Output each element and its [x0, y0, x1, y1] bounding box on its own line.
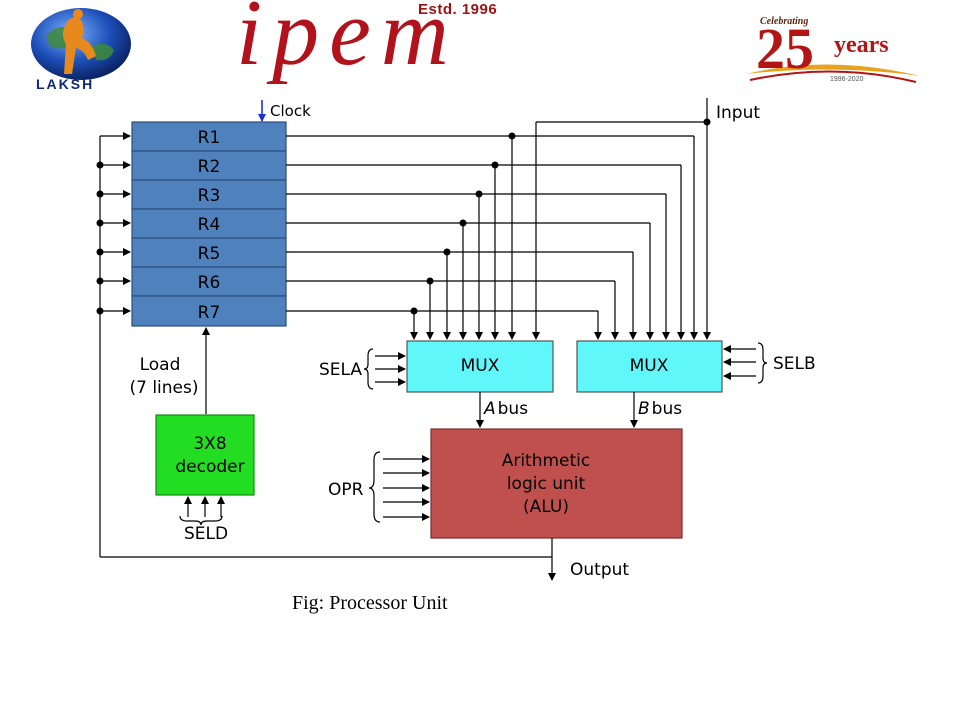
sela-lines [363, 348, 406, 390]
seld-label: SELD [184, 524, 228, 544]
laksh-logo-text: LAKSH [36, 76, 95, 92]
load-label-line1: Load [140, 355, 181, 375]
b-bus-letter: B [638, 399, 650, 419]
register-output-wires [286, 98, 711, 340]
register-output-junctions [410, 118, 711, 315]
laksh-logo: LAKSH [26, 6, 136, 92]
clock-label: Clock [270, 102, 311, 120]
mux-a-label: MUX [461, 356, 500, 376]
register-r6 [131, 266, 287, 297]
figure-caption: Fig: Processor Unit [292, 592, 448, 614]
sela-label: SELA [319, 360, 362, 380]
feedback-bus-junctions [96, 161, 104, 315]
selb-lines [723, 342, 768, 384]
alu-label-line2: logic unit [507, 474, 586, 494]
badge-number: 25 [756, 16, 814, 81]
feedback-bus [99, 132, 552, 558]
a-bus-letter: A [483, 399, 496, 419]
seld-lines [179, 496, 225, 526]
badge-years: years [834, 32, 889, 58]
alu-label-line3: (ALU) [523, 497, 569, 517]
ipem-logo: ipem [236, 0, 459, 85]
register-stack: R1 R2 R3 R4 R5 R6 R7 [131, 121, 287, 327]
register-r4 [131, 208, 287, 239]
register-r7 [131, 295, 287, 327]
opr-lines [368, 451, 430, 523]
processor-unit-diagram: R1 R2 R3 R4 R5 R6 R7 Clock [96, 98, 816, 581]
register-label-r5: R5 [198, 244, 221, 264]
input-label: Input [716, 103, 760, 123]
decoder-block [155, 414, 255, 496]
output-label: Output [570, 560, 629, 580]
anniversary-badge: Celebrating 25 years 1996-2020 [738, 10, 938, 90]
register-label-r4: R4 [198, 215, 221, 235]
badge-range: 1996-2020 [830, 76, 864, 83]
badge-celebrating: Celebrating [760, 16, 809, 27]
opr-label: OPR [328, 480, 364, 500]
swoosh-icon [746, 64, 920, 83]
globe-icon [31, 8, 131, 80]
register-label-r2: R2 [198, 157, 221, 177]
load-label-line2: (7 lines) [129, 378, 198, 398]
mux-b-label: MUX [630, 356, 669, 376]
register-label-r7: R7 [198, 303, 221, 323]
register-label-r3: R3 [198, 186, 221, 206]
alu-label-line1: Arithmetic [502, 451, 591, 471]
estd-label: Estd. 1996 [418, 1, 498, 18]
b-bus-word: bus [652, 399, 683, 419]
register-label-r1: R1 [198, 128, 221, 148]
a-bus-word: bus [498, 399, 529, 419]
mux-a [406, 340, 554, 393]
selb-label: SELB [773, 354, 816, 374]
decoder-label-line2: decoder [175, 457, 244, 477]
decoder-label-line1: 3X8 [193, 434, 226, 454]
header-banner: LAKSH Estd. 1996 ipem Celebrating 25 yea… [0, 0, 960, 92]
mux-b [576, 340, 723, 393]
alu-block [430, 428, 683, 539]
register-r5 [131, 237, 287, 268]
register-label-r6: R6 [198, 273, 221, 293]
